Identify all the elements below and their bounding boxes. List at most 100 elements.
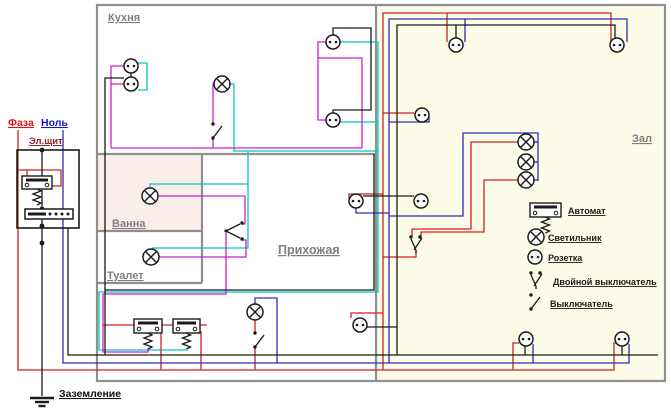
socket-kitchen-left-bottom-pin-left bbox=[126, 82, 130, 86]
wall-apartment-outline bbox=[95, 3, 667, 383]
socket-kitchen-right-top-pin-left bbox=[328, 40, 332, 44]
wire-red-27 bbox=[350, 312, 383, 318]
light-hallway-cross-2 bbox=[248, 305, 262, 319]
wire-black-45 bbox=[67, 228, 658, 356]
socket-zal-bottom-right-pin-left bbox=[617, 337, 621, 341]
socket-zal-bottom-left bbox=[518, 331, 534, 347]
wire-red-20 bbox=[382, 12, 612, 370]
breaker-hall-1-terminal-right bbox=[154, 326, 160, 332]
socket-zal-top-left-pin-right bbox=[457, 43, 461, 47]
wire-blue-33 bbox=[62, 130, 630, 364]
socket-kitchen-left-bottom-pin-right bbox=[132, 82, 136, 86]
double-switch-bath-toilet-contact-1 bbox=[240, 221, 244, 225]
double-switch-bath-toilet-common bbox=[224, 229, 228, 233]
busbar-terminal-2 bbox=[60, 212, 64, 216]
light-zal-3-cross-2 bbox=[519, 173, 533, 187]
socket-kitchen-right-top bbox=[325, 34, 341, 50]
switch-hallway-contact-top bbox=[253, 331, 257, 335]
wire-red-18 bbox=[18, 169, 62, 187]
light-bath-cross-2 bbox=[143, 189, 157, 203]
legend-item-double-switch-symbol-contact-1 bbox=[529, 271, 533, 275]
label-faza: Фаза bbox=[8, 117, 34, 129]
light-toilet-cross-2 bbox=[144, 250, 158, 264]
junction-dot-3 bbox=[39, 240, 45, 246]
wire-black-51 bbox=[105, 154, 375, 291]
socket-zal-left-upper-pin-left bbox=[417, 113, 421, 117]
legend-item-socket-label: Розетка bbox=[548, 253, 583, 263]
label-elshit: Эл.щит bbox=[29, 136, 63, 147]
legend-item-switch-symbol-lever bbox=[530, 296, 541, 310]
label-bath: Ванна bbox=[112, 218, 146, 230]
label-nol: Ноль bbox=[41, 117, 68, 129]
socket-kitchen-left-bottom bbox=[123, 76, 139, 92]
socket-kitchen-left-top-pin-left bbox=[126, 64, 130, 68]
light-zal-1-cross-2 bbox=[519, 135, 533, 149]
socket-hallway-bottom-pin-right bbox=[361, 323, 365, 327]
wire-cyan-4 bbox=[152, 151, 249, 249]
socket-zal-top-right-pin-left bbox=[612, 43, 616, 47]
double-switch-zal-lever-2 bbox=[413, 237, 423, 251]
wire-cyan-0 bbox=[138, 62, 148, 91]
wire-red-25 bbox=[411, 141, 519, 236]
legend-item-socket-symbol-pin-left bbox=[530, 255, 534, 259]
socket-zal-left-upper bbox=[414, 107, 430, 123]
double-switch-zal-contact-2 bbox=[418, 235, 422, 239]
light-zal-2-cross-2 bbox=[519, 155, 533, 169]
double-switch-bath-toilet-lever-1 bbox=[225, 223, 241, 232]
socket-zal-top-left-pin-left bbox=[451, 43, 455, 47]
breaker-hall-2-terminal-right bbox=[192, 326, 198, 332]
socket-kitchen-left-top bbox=[123, 58, 139, 74]
socket-hallway-bottom-pin-left bbox=[355, 323, 359, 327]
legend-item-switch-symbol-contact-top bbox=[529, 293, 533, 297]
socket-zal-bottom-left-pin-right bbox=[527, 337, 531, 341]
legend-item-light-symbol-cross-2 bbox=[529, 230, 543, 244]
wire-red-26 bbox=[420, 179, 519, 236]
label-ground: Заземление bbox=[59, 388, 121, 400]
socket-zal-top-left bbox=[448, 37, 464, 53]
label-zal: Зал bbox=[632, 133, 652, 145]
label-kitchen: Кухня bbox=[108, 12, 140, 24]
wire-red-17 bbox=[512, 342, 519, 370]
switch-hallway-lever bbox=[254, 334, 265, 348]
wire-magenta-6 bbox=[212, 83, 214, 124]
socket-kitchen-right-bottom-pin-left bbox=[328, 118, 332, 122]
socket-zal-left-upper-pin-right bbox=[423, 113, 427, 117]
wire-magenta-9 bbox=[110, 65, 124, 148]
electrical-panel-box bbox=[16, 149, 80, 229]
wire-cyan-5 bbox=[149, 183, 248, 188]
legend-item-socket-symbol-pin-right bbox=[536, 255, 540, 259]
wire-black-48 bbox=[396, 24, 616, 355]
socket-hallway-bottom bbox=[352, 317, 368, 333]
busbar-terminal-3 bbox=[66, 212, 70, 216]
wire-black-55 bbox=[332, 27, 372, 113]
legend-item-breaker-label: Автомат bbox=[568, 206, 606, 216]
wire-blue-35 bbox=[388, 18, 628, 363]
socket-zal-left-mid-pin-left bbox=[416, 199, 420, 203]
wire-magenta-14 bbox=[159, 239, 247, 258]
double-switch-bath-toilet-lever-2 bbox=[225, 230, 241, 239]
wire-black-50 bbox=[104, 77, 124, 355]
socket-kitchen-right-top-pin-right bbox=[334, 40, 338, 44]
socket-zal-bottom-left-pin-left bbox=[521, 337, 525, 341]
socket-hallway-wall bbox=[348, 193, 364, 209]
legend-item-socket-symbol bbox=[527, 249, 543, 265]
label-toilet: Туалет bbox=[107, 270, 144, 282]
wire-magenta-7 bbox=[212, 138, 362, 149]
socket-zal-top-right-pin-right bbox=[618, 43, 622, 47]
double-switch-zal-contact-1 bbox=[409, 235, 413, 239]
wire-cyan-1 bbox=[228, 83, 378, 152]
wire-blue-43 bbox=[355, 208, 389, 214]
legend-item-double-switch-symbol-lever-2 bbox=[533, 273, 543, 287]
label-hallway: Прихожая bbox=[278, 243, 340, 257]
legend-item-light-label: Светильник bbox=[548, 233, 602, 243]
socket-hallway-wall-pin-left bbox=[351, 199, 355, 203]
breaker-panel-spring bbox=[31, 188, 43, 206]
wire-magenta-11 bbox=[317, 41, 326, 121]
wire-blue-42 bbox=[254, 297, 278, 363]
busbar-terminal-0 bbox=[48, 212, 52, 216]
legend-item-breaker-symbol-spring bbox=[539, 216, 552, 234]
socket-zal-left-mid bbox=[413, 193, 429, 209]
breaker-panel-terminal-left bbox=[24, 182, 30, 188]
wire-magenta-15 bbox=[102, 233, 227, 353]
socket-kitchen-left-top-pin-right bbox=[132, 64, 136, 68]
